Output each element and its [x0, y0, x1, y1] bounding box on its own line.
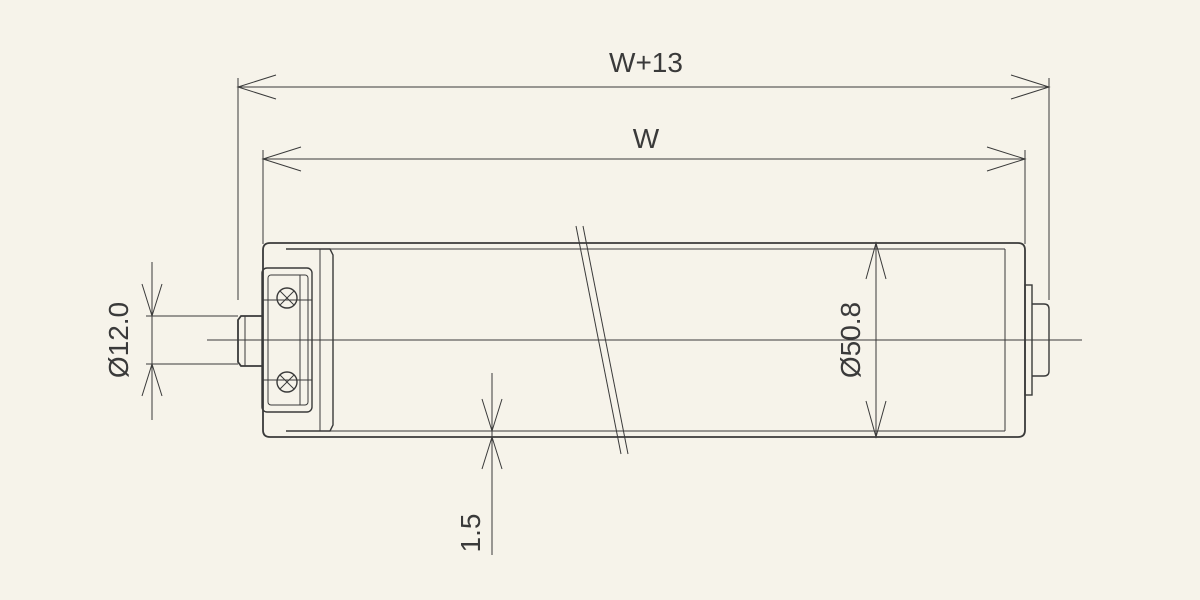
shaft-diameter-dimension: Ø12.0	[103, 262, 238, 420]
tube-diameter-dimension: Ø50.8	[835, 241, 887, 439]
tube-width-label: W	[633, 123, 660, 154]
bearing-ball	[276, 287, 298, 309]
wall-thickness-label: 1.5	[455, 514, 486, 553]
tube-diameter-label: Ø50.8	[835, 302, 866, 378]
overall-width-dimension: W+13	[236, 47, 1051, 300]
shaft-diameter-label: Ø12.0	[103, 302, 134, 378]
tube-width-dimension: W	[261, 123, 1027, 244]
overall-width-label: W+13	[609, 47, 683, 78]
bearing-ball	[276, 371, 298, 393]
wall-thickness-dimension: 1.5	[455, 373, 503, 555]
